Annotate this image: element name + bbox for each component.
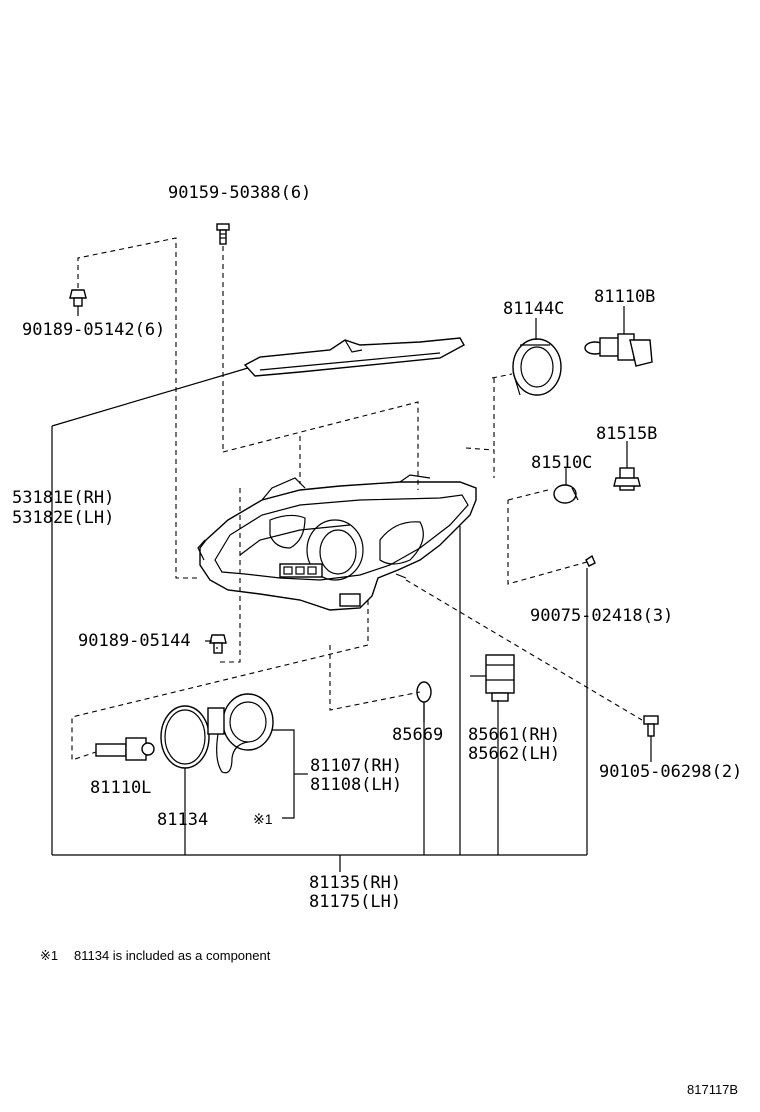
- label-85662-lh: 85662(LH): [468, 744, 560, 764]
- cap-81144c-drawing: [512, 338, 562, 396]
- label-53182e-lh: 53182E(LH): [12, 508, 114, 528]
- leveling-motor-85661-drawing: [470, 654, 515, 702]
- label-81175-lh: 81175(LH): [309, 892, 401, 912]
- footnote-text: 81134 is included as a component: [74, 948, 271, 963]
- leader-lines: [51, 306, 652, 872]
- clip-90189-05144-drawing: [209, 634, 227, 654]
- footnote-mark: ※1: [40, 948, 58, 963]
- label-81510c: 81510C: [531, 453, 592, 473]
- label-81135-rh: 81135(RH): [309, 873, 401, 893]
- headlamp-cover-drawing: [243, 337, 465, 377]
- label-85661-rh: 85661(RH): [468, 725, 560, 745]
- dashed-assembly-lines: [71, 237, 643, 761]
- label-85669: 85669: [392, 725, 443, 745]
- screw-90075-drawing: [585, 554, 596, 567]
- label-90189-05142: 90189-05142(6): [22, 320, 165, 340]
- screw-90159-drawing: [216, 223, 230, 245]
- label-81144c: 81144C: [503, 299, 564, 319]
- screw-90105-drawing: [643, 715, 659, 737]
- diagram-id: 817117B: [687, 1082, 738, 1097]
- label-90105-06298: 90105-06298(2): [599, 762, 742, 782]
- label-81134: 81134: [157, 810, 208, 830]
- label-81107-rh: 81107(RH): [310, 756, 402, 776]
- label-81108-lh: 81108(LH): [310, 775, 402, 795]
- label-90189-05144: 90189-05144: [78, 631, 191, 651]
- clip-90189-05142-drawing: [69, 289, 87, 307]
- label-81110b: 81110B: [594, 287, 655, 307]
- label-90159-50388: 90159-50388(6): [168, 183, 311, 203]
- ballast-81107-drawing: [207, 693, 274, 774]
- socket-81515b-drawing: [613, 467, 641, 491]
- bulb-81510c-drawing: [553, 484, 579, 504]
- label-81110l: 81110L: [90, 778, 151, 798]
- label-81515b: 81515B: [596, 424, 657, 444]
- label-ref-mark-1: ※1: [253, 811, 273, 827]
- bulb-81110b-drawing: [584, 333, 653, 367]
- headlamp-housing-drawing: [197, 474, 477, 611]
- bulb-81110l-drawing: [95, 737, 155, 761]
- gasket-81134-drawing: [160, 705, 210, 769]
- label-90075-02418: 90075-02418(3): [530, 606, 673, 626]
- label-53181e-rh: 53181E(RH): [12, 488, 114, 508]
